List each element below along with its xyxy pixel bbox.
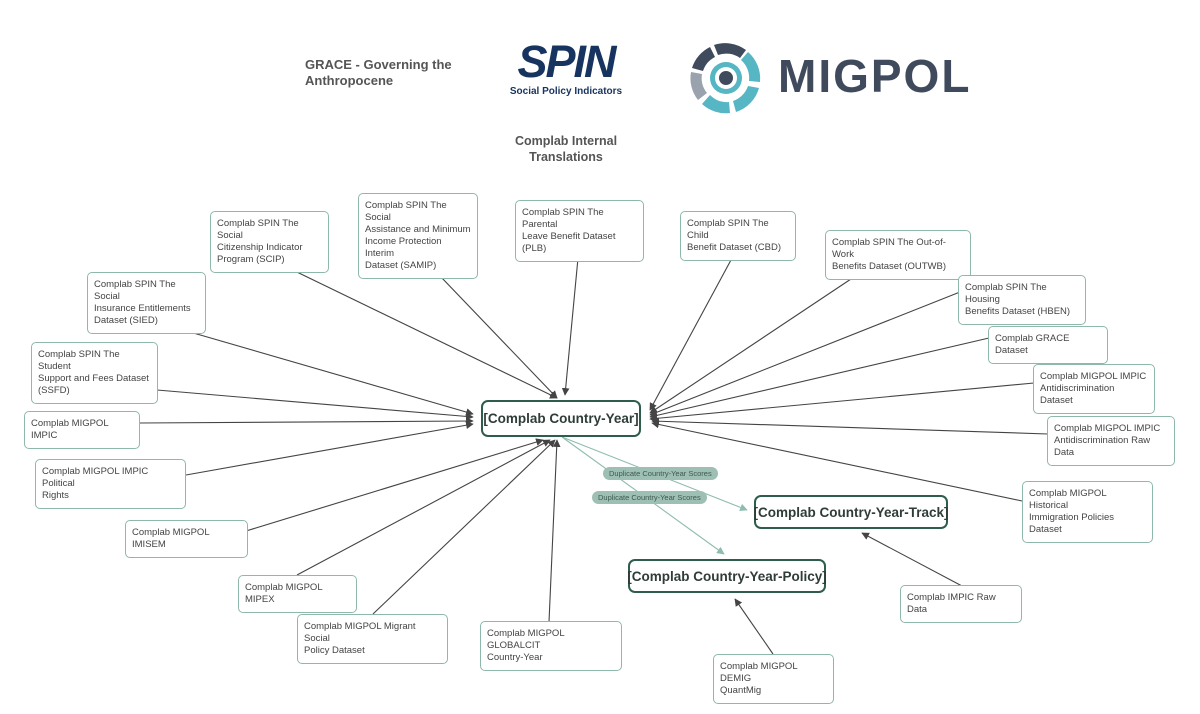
edge-hben <box>649 291 961 417</box>
spin-logo-word: SPIN <box>517 36 616 87</box>
edge-label-dup-track: Duplicate Country-Year Scores <box>603 467 718 480</box>
node-imisem[interactable]: Complab MIGPOL IMISEM <box>125 520 248 558</box>
edge-mipex <box>296 439 551 576</box>
edge-hist-immig <box>651 420 1023 502</box>
node-mipex[interactable]: Complab MIGPOL MIPEX <box>238 575 357 613</box>
node-sied[interactable]: Complab SPIN The Social Insurance Entitl… <box>87 272 206 334</box>
migpol-logo-icon <box>690 43 761 114</box>
node-plb[interactable]: Complab SPIN The Parental Leave Benefit … <box>515 200 644 262</box>
node-impic[interactable]: Complab MIGPOL IMPIC <box>24 411 140 449</box>
hub-country-year[interactable]: [Complab Country-Year] <box>481 400 641 437</box>
hub-country-year-track[interactable]: [Complab Country-Year-Track] <box>753 495 949 529</box>
node-hben[interactable]: Complab SPIN The Housing Benefits Datase… <box>958 275 1086 325</box>
node-hist-immig[interactable]: Complab MIGPOL Historical Immigration Po… <box>1022 481 1153 543</box>
node-demig[interactable]: Complab MIGPOL DEMIG QuantMig <box>713 654 834 704</box>
edge-demig <box>734 598 774 655</box>
edge-label-dup-policy: Duplicate Country-Year Scores <box>592 491 707 504</box>
node-impic-antidisc[interactable]: Complab MIGPOL IMPIC Antidiscrimination … <box>1033 364 1155 414</box>
hub-country-year-policy[interactable]: [Complab Country-Year-Policy] <box>627 559 827 593</box>
grace-title: GRACE - Governing the Anthropocene <box>305 57 452 88</box>
node-samip[interactable]: Complab SPIN The Social Assistance and M… <box>358 193 478 279</box>
edge-impic <box>139 417 474 425</box>
edge-impic-pol <box>185 421 474 476</box>
spin-logo-subtitle: Social Policy Indicators <box>509 86 623 97</box>
edge-impic-antidisc-raw <box>651 417 1049 435</box>
edge-outwb <box>649 264 873 414</box>
edge-impic-raw <box>861 532 963 587</box>
node-grace[interactable]: Complab GRACE Dataset <box>988 326 1108 364</box>
node-ssfd[interactable]: Complab SPIN The Student Support and Fee… <box>31 342 158 404</box>
group-label: Complab Internal Translations <box>514 134 618 164</box>
node-impic-raw[interactable]: Complab IMPIC Raw Data <box>900 585 1022 623</box>
edge-cbd <box>649 246 739 411</box>
node-impic-pol[interactable]: Complab MIGPOL IMPIC Political Rights <box>35 459 186 509</box>
node-scip[interactable]: Complab SPIN The Social Citizenship Indi… <box>210 211 329 273</box>
edge-sied <box>144 318 474 416</box>
edge-scip <box>269 258 558 399</box>
edge-grace <box>649 337 990 420</box>
edge-imisem <box>245 438 544 532</box>
node-cbd[interactable]: Complab SPIN The Child Benefit Dataset (… <box>680 211 796 261</box>
edge-globalcit <box>548 439 561 623</box>
migpol-logo-word: MIGPOL <box>778 50 972 102</box>
edge-impic-antidisc <box>649 382 1035 423</box>
node-outwb[interactable]: Complab SPIN The Out-of-Work Benefits Da… <box>825 230 971 280</box>
node-globalcit[interactable]: Complab MIGPOL GLOBALCIT Country-Year <box>480 621 622 671</box>
edge-ssfd <box>156 389 474 421</box>
node-migrant-social[interactable]: Complab MIGPOL Migrant Social Policy Dat… <box>297 614 448 664</box>
spin-logo: SPIN Social Policy Indicators <box>505 36 627 102</box>
node-impic-antidisc-raw[interactable]: Complab MIGPOL IMPIC Antidiscrimination … <box>1047 416 1175 466</box>
edge-migrant-social <box>372 439 556 615</box>
edge-plb <box>561 236 581 396</box>
